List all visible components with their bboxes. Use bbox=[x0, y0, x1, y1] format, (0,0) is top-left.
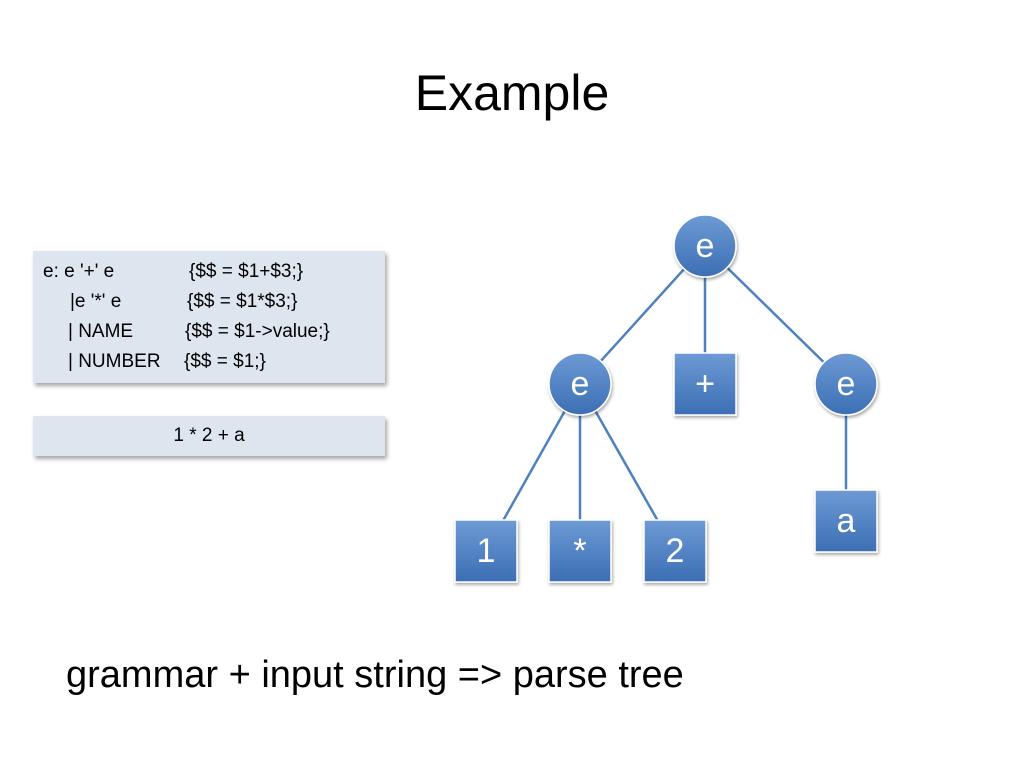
tree-node-shape-a bbox=[814, 489, 878, 553]
tree-node-shape-star bbox=[548, 519, 612, 583]
slide-title: Example bbox=[414, 65, 610, 121]
tree-node-two: 2 bbox=[643, 519, 707, 583]
tree-node-shape-one bbox=[454, 519, 518, 583]
grammar-action-2: {$$ = $1*$3;} bbox=[187, 291, 298, 312]
tree-node-label-plus: + bbox=[695, 365, 715, 403]
tree-node-shape-plus bbox=[673, 352, 737, 416]
grammar-rule-3: | NAME bbox=[68, 321, 134, 342]
tree-node-a: a bbox=[814, 489, 878, 553]
grammar-rule-1: e: e '+' e bbox=[43, 261, 115, 282]
tree-node-shape-left-e bbox=[548, 352, 612, 416]
tree-node-root: e bbox=[673, 214, 737, 278]
grammar-action-1: {$$ = $1+$3;} bbox=[189, 261, 304, 282]
tree-node-shape-right-e bbox=[814, 352, 878, 416]
tree-edge-root-right-e bbox=[704, 245, 847, 385]
tree-node-plus: + bbox=[673, 352, 737, 416]
tree-node-label-root: e bbox=[696, 227, 715, 265]
tree-node-shape-two bbox=[643, 519, 707, 583]
tree-node-label-star: * bbox=[573, 532, 586, 570]
tree-node-star: * bbox=[548, 519, 612, 583]
tree-node-one: 1 bbox=[454, 519, 518, 583]
grammar-action-4: {$$ = $1;} bbox=[184, 351, 266, 372]
caption: grammar + input string => parse tree bbox=[66, 654, 684, 696]
tree-node-label-right-e: e bbox=[837, 365, 856, 403]
grammar-rule-4: | NUMBER bbox=[68, 351, 161, 372]
tree-node-shape-root bbox=[673, 214, 737, 278]
grammar-action-3: {$$ = $1->value;} bbox=[185, 321, 330, 342]
tree-node-label-a: a bbox=[837, 502, 856, 540]
grammar-rule-2: |e '*' e bbox=[70, 291, 122, 312]
tree-node-left-e: e bbox=[548, 352, 612, 416]
tree-node-label-left-e: e bbox=[571, 365, 590, 403]
grammar-box: e: e '+' e {$$ = $1+$3;} |e '*' e {$$ = … bbox=[33, 251, 385, 383]
tree-node-label-two: 2 bbox=[666, 532, 685, 570]
tree-node-right-e: e bbox=[814, 352, 878, 416]
input-string-box: 1 * 2 + a bbox=[33, 416, 385, 456]
tree-node-label-one: 1 bbox=[477, 532, 496, 570]
